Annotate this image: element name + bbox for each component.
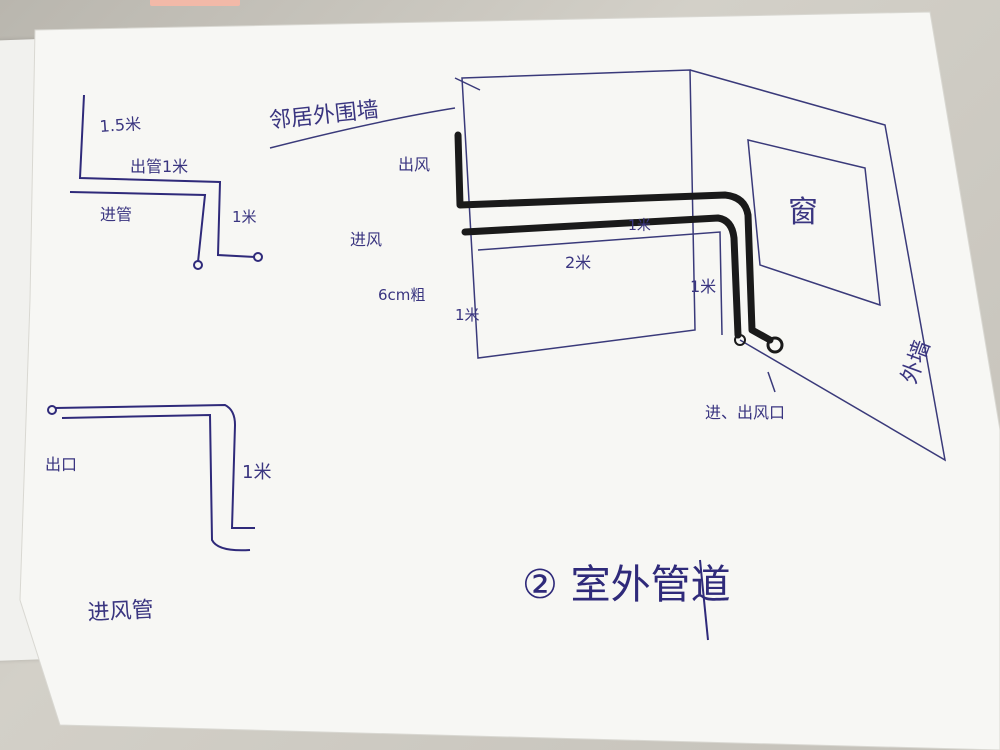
pipe-end-left: [193, 260, 203, 270]
label-exhaust: 出风: [398, 155, 430, 174]
intake-vent: [734, 334, 746, 346]
box-edge: [477, 231, 723, 336]
intake-pipe: [461, 214, 742, 339]
title-stroke: [699, 559, 709, 641]
window-frame: [747, 139, 881, 307]
label-right-1m: 1米: [232, 208, 257, 226]
outlet-pipe-line: [78, 94, 256, 258]
lower-left-diagram: [47, 403, 255, 552]
label-inlet-pipe: 进管: [100, 205, 132, 224]
sticky-note-edge: [150, 0, 240, 6]
top-left-diagram: [69, 94, 263, 270]
lower-pipe-outer: [54, 403, 255, 529]
wall-front-face: [461, 69, 696, 359]
arrow-vents: [767, 371, 776, 393]
label-top-1m: 1米: [628, 218, 651, 234]
building-diagram: [269, 69, 947, 462]
label-intake: 进风: [350, 230, 382, 249]
label-6cm: 6cm粗: [378, 286, 425, 304]
label-lower-left: 出口: [45, 455, 77, 474]
label-vertical-1m: 1米: [690, 277, 716, 296]
label-outlet-pipe: 出管1米: [130, 157, 188, 176]
label-window: 窗: [788, 195, 818, 230]
underline-neighbor: [269, 107, 456, 149]
inlet-pipe-line: [69, 191, 207, 263]
label-intake-pipe: 进风管: [87, 598, 154, 626]
pipe-end-right: [253, 252, 263, 262]
arrow-wall: [454, 77, 481, 91]
exhaust-pipe: [454, 131, 774, 344]
label-1-5m: 1.5米: [99, 114, 142, 136]
label-vents: 进、出风口: [705, 403, 785, 422]
paper-sheet: [19, 11, 1000, 750]
outdoor-pipes: [454, 131, 774, 344]
label-left-1m: 1米: [455, 306, 480, 324]
lower-pipe-end: [47, 405, 57, 415]
sketch-title: ② 室外管道: [522, 562, 731, 608]
wall-side-face: [689, 69, 947, 462]
exhaust-vent: [766, 336, 784, 354]
lower-pipe-inner: [61, 413, 251, 552]
label-2m: 2米: [565, 253, 591, 272]
label-lower-1m: 1米: [242, 462, 271, 483]
